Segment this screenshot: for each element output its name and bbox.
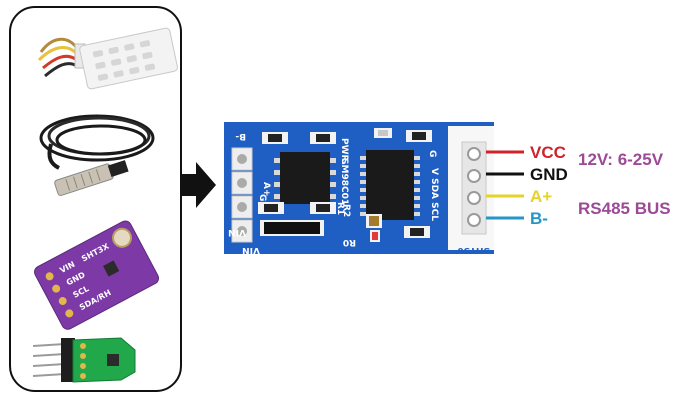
aplus-label: A+ (530, 187, 553, 206)
am2302-sensor-image (37, 27, 178, 90)
silk-vin-bottom: VIN (242, 245, 260, 254)
right-header-connector (448, 126, 494, 250)
microcontroller-ic (360, 150, 420, 220)
silk-r0: R0 (343, 237, 356, 247)
sensor-panel: VIN SHT3X GND SCL SDA/RH (9, 6, 182, 392)
silk-aplus: A+ (261, 182, 271, 197)
smd-components (258, 128, 432, 242)
sht3x-breakout-image: VIN SHT3X GND SCL SDA/RH (34, 220, 160, 330)
wire-lines (486, 150, 524, 220)
silk-b-minus: B- (235, 131, 246, 141)
silk-g-left: G (257, 194, 267, 201)
left-header-pads (231, 147, 253, 243)
rs485-module-board: B- VIN G PWR. SM98C01 A+ R1 R2 R0 G V SD… (224, 122, 494, 259)
green-sensor-board-image (32, 337, 136, 383)
flow-arrow-icon (178, 160, 218, 215)
silk-model: SHT30 (457, 245, 490, 254)
silk-r2: R2 (341, 204, 351, 217)
silk-chip-id: SM98C01 (339, 158, 349, 205)
vcc-label: VCC (530, 143, 566, 162)
silk-r1: R1 (335, 202, 345, 215)
probe-sensor-image (39, 114, 155, 196)
rs485-bus-label: RS485 BUS (578, 199, 671, 218)
transceiver-ic (274, 152, 336, 204)
bminus-label: B- (530, 209, 548, 228)
silk-bus-pins: V SDA SCL (429, 168, 439, 221)
silk-pwr: PWR. (339, 138, 349, 165)
silk-vin-side: VIN (228, 227, 246, 237)
silk-g-top: G (427, 150, 437, 157)
gnd-label: GND (530, 165, 568, 184)
power-range-label: 12V: 6-25V (578, 150, 664, 169)
